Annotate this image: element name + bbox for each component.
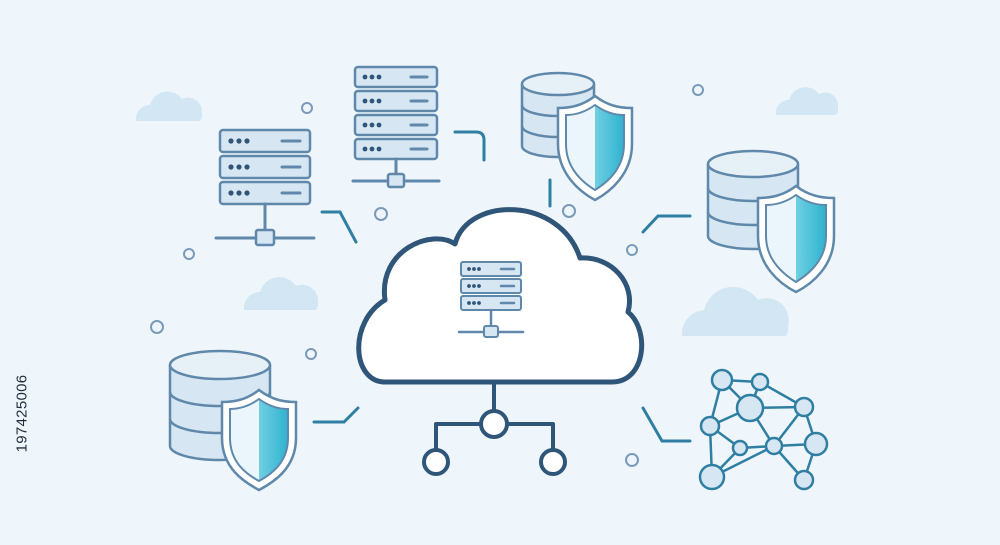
- network-node: [735, 393, 765, 423]
- shield-icon: [556, 94, 634, 202]
- decor-dot: [150, 320, 164, 334]
- secure-database-icon: [168, 349, 298, 492]
- cloud-server-icon: [356, 207, 645, 385]
- connector-line: [641, 214, 692, 234]
- stock-id-text: 197425006: [13, 374, 31, 452]
- stock-id-watermark: 197425006: [2, 298, 42, 528]
- server-rack-network-icon: [214, 128, 316, 247]
- network-node: [793, 396, 815, 418]
- connector-line: [641, 406, 692, 443]
- network-node: [699, 415, 721, 437]
- decor-dot: [625, 453, 639, 467]
- network-node: [710, 368, 734, 392]
- secure-database-icon: [520, 71, 634, 202]
- decor-dot: [301, 102, 313, 114]
- connector-lines: [312, 130, 692, 443]
- decor-dot: [183, 248, 195, 260]
- network-node: [803, 431, 829, 457]
- decor-dot: [562, 204, 576, 218]
- network-node: [731, 439, 749, 457]
- decor-dot: [692, 84, 704, 96]
- decor-dot: [626, 244, 638, 256]
- connector-line: [453, 130, 486, 162]
- cloud-decor-icon: [681, 286, 789, 336]
- cloud-decor-icon: [243, 277, 319, 310]
- decor-dots: [150, 84, 704, 467]
- network-node: [764, 436, 784, 456]
- network-graph-icon: [698, 368, 829, 491]
- server-rack-network-icon: [351, 65, 441, 189]
- shield-icon: [220, 388, 298, 492]
- connector-line: [320, 210, 358, 244]
- decor-dot: [374, 207, 388, 221]
- connector-line: [312, 406, 360, 424]
- network-node: [698, 463, 726, 491]
- network-hub-icon: [422, 382, 567, 476]
- server-rack-icon: [457, 261, 525, 338]
- cloud-decor-icon: [775, 87, 839, 115]
- secure-database-icon: [706, 149, 836, 294]
- cloud-decor-icon: [135, 91, 203, 121]
- shield-icon: [756, 184, 836, 294]
- background-clouds: [135, 87, 839, 336]
- network-node: [750, 372, 770, 392]
- decor-dot: [305, 348, 317, 360]
- network-node: [793, 469, 815, 491]
